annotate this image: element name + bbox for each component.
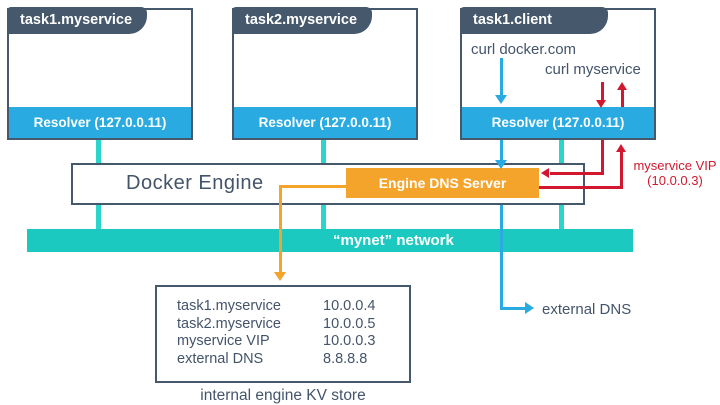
docker-com-query-arrowhead-icon	[495, 95, 507, 104]
kv-value: 10.0.0.5	[323, 315, 376, 332]
kv-store-row: myservice VIP 10.0.0.3	[157, 333, 409, 351]
container-tab-task1-client: task1.client	[460, 7, 608, 34]
kv-store-row: task2.myservice 10.0.0.5	[157, 316, 409, 334]
external-dns-arrowhead-icon	[525, 302, 534, 314]
resolver-bar-task1-client: Resolver (127.0.0.11)	[462, 107, 654, 138]
myservice-query-arrow	[601, 82, 604, 100]
external-dns-label: external DNS	[542, 301, 632, 318]
kv-store-arrowhead-icon	[274, 272, 286, 281]
mynet-network-bar	[27, 229, 633, 252]
resolver-bar-task2-myservice: Resolver (127.0.0.11)	[234, 107, 416, 138]
curl-docker-com-text: curl docker.com	[471, 41, 577, 58]
kv-value: 8.8.8.8	[323, 350, 368, 367]
vip-query-path-horizontal	[550, 172, 604, 175]
mynet-network-label: “mynet” network	[333, 232, 454, 249]
vip-response-arrowhead-icon	[616, 144, 626, 152]
container-tab-task1-myservice: task1.myservice	[7, 7, 147, 34]
kv-key: task1.myservice	[177, 298, 281, 314]
kv-store-row: external DNS 8.8.8.8	[157, 351, 409, 369]
myservice-response-arrow	[621, 90, 624, 107]
kv-store-path-vertical	[279, 185, 282, 272]
resolver-to-dns-arrowhead-icon	[495, 160, 507, 169]
curl-myservice-text: curl myservice	[545, 61, 641, 78]
kv-key: task2.myservice	[177, 315, 281, 332]
kv-key: myservice VIP	[177, 333, 270, 349]
docker-com-query-arrow	[500, 58, 503, 95]
kv-store-box: task1.myservice 10.0.0.4 task2.myservice…	[155, 285, 411, 383]
kv-store-caption: internal engine KV store	[200, 387, 366, 404]
resolver-bar-task1-myservice: Resolver (127.0.0.11)	[9, 107, 191, 138]
kv-value: 10.0.0.3	[323, 333, 376, 349]
engine-dns-server-box: Engine DNS Server	[346, 168, 539, 198]
container-tab-task2-myservice: task2.myservice	[232, 7, 372, 34]
external-dns-path-vertical	[500, 205, 503, 310]
docker-engine-label: Docker Engine	[126, 172, 264, 194]
vip-query-arrowhead-icon	[541, 168, 549, 178]
vip-query-path-vertical	[601, 140, 604, 175]
vip-response-path-horizontal	[539, 186, 623, 189]
kv-store-row: task1.myservice 10.0.0.4	[157, 298, 409, 316]
myservice-vip-annotation: myservice VIP (10.0.0.3)	[630, 158, 720, 188]
kv-key: external DNS	[177, 350, 264, 367]
kv-value: 10.0.0.4	[323, 298, 376, 314]
myservice-vip-annotation-line2: (10.0.0.3)	[647, 173, 703, 188]
myservice-query-arrowhead-icon	[596, 100, 606, 108]
kv-store-path-horizontal	[279, 185, 346, 188]
vip-response-path-vertical	[620, 152, 623, 189]
myservice-vip-annotation-line1: myservice VIP	[633, 158, 717, 173]
external-dns-path-horizontal	[500, 307, 525, 310]
resolver-to-dns-arrow	[500, 140, 503, 160]
myservice-response-arrowhead-icon	[617, 82, 627, 90]
